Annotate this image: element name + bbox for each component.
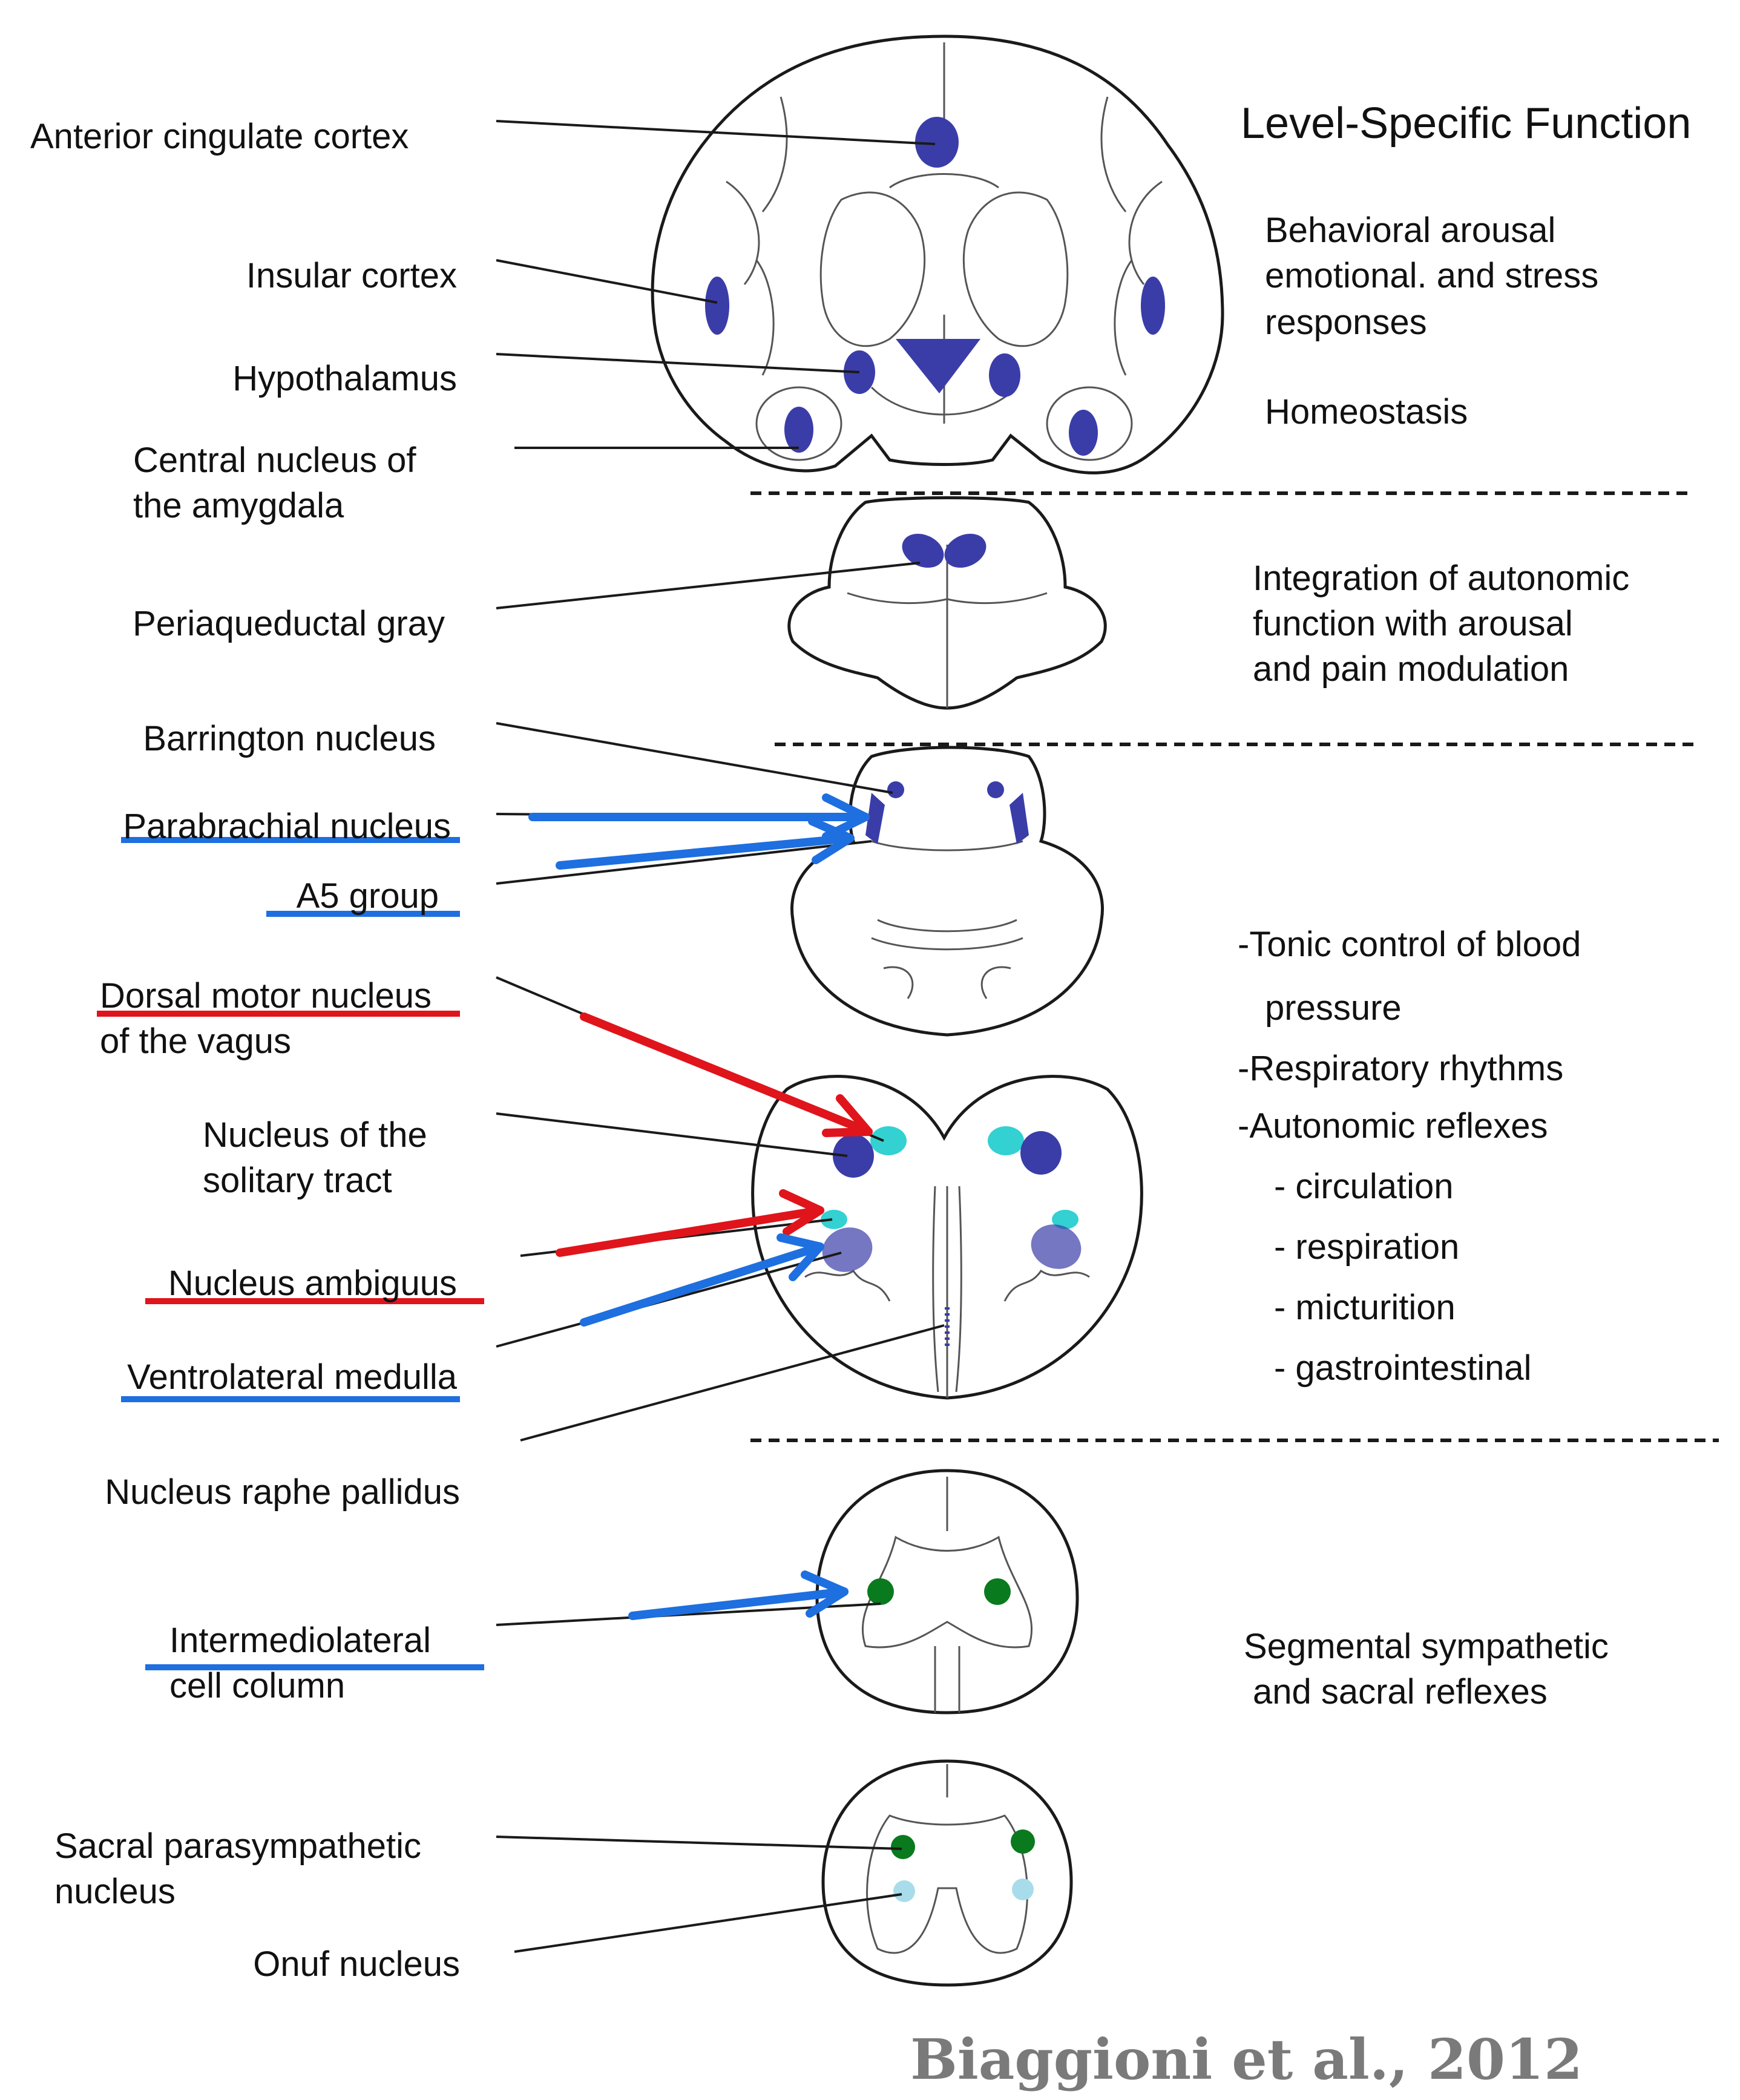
- insular-nucleus-right: [1141, 277, 1165, 335]
- function-text: Behavioral arousal: [1265, 211, 1555, 250]
- iml-nucleus-left: [867, 1578, 894, 1605]
- anterior-cingulate-nucleus: [915, 117, 959, 168]
- arrow-vlm: [580, 1233, 824, 1327]
- onuf-nucleus-left: [893, 1880, 915, 1902]
- amygdala-nucleus-right: [1069, 410, 1098, 456]
- iml-nucleus-right: [984, 1578, 1011, 1605]
- pag-nucleus-left: [902, 533, 944, 568]
- function-text: - micturition: [1274, 1288, 1456, 1327]
- function-text: Segmental sympathetic: [1244, 1627, 1609, 1666]
- hypothalamic-nucleus-right: [989, 353, 1020, 397]
- function-text: - respiration: [1274, 1227, 1459, 1267]
- label-nucleus-ambiguus: Nucleus ambiguus: [168, 1264, 457, 1303]
- function-text: Homeostasis: [1265, 392, 1468, 431]
- label-amygdala-line2: the amygdala: [133, 486, 344, 525]
- function-text: function with arousal: [1253, 604, 1573, 643]
- pons-section: [790, 746, 1104, 1037]
- function-text: Integration of autonomic: [1253, 559, 1629, 598]
- function-text: emotional. and stress: [1265, 256, 1598, 295]
- label-amygdala-line1: Central nucleus of: [133, 441, 416, 480]
- barrington-nucleus-right: [987, 781, 1004, 798]
- function-text: and pain modulation: [1253, 649, 1569, 689]
- insular-nucleus-left: [705, 277, 729, 335]
- structure-labels: Anterior cingulate cortex Insular cortex…: [30, 117, 460, 1984]
- label-onuf-nucleus: Onuf nucleus: [253, 1944, 460, 1984]
- function-text: and sacral reflexes: [1253, 1672, 1548, 1711]
- arrow-parabrachial: [528, 793, 870, 841]
- leader-lines: [496, 120, 945, 1953]
- label-iml-line2: cell column: [169, 1666, 345, 1705]
- sacral-parasympathetic-nucleus-left: [891, 1835, 915, 1859]
- label-nts-line1: Nucleus of the: [203, 1115, 427, 1155]
- page-title: Level-Specific Function: [1241, 99, 1691, 148]
- label-anterior-cingulate-cortex: Anterior cingulate cortex: [30, 117, 409, 156]
- medulla-section: [751, 1075, 1143, 1400]
- midbrain-section: [787, 496, 1107, 710]
- arrow-ambiguus: [556, 1189, 824, 1257]
- citation: Biaggioni et al., 2012: [910, 2027, 1583, 2092]
- barrington-nucleus-left: [887, 781, 904, 798]
- ambiguus-nucleus-right: [1052, 1210, 1078, 1229]
- label-dmv-line2: of the vagus: [100, 1022, 291, 1061]
- function-text: - circulation: [1274, 1167, 1454, 1206]
- function-text: - gastrointestinal: [1274, 1348, 1532, 1388]
- thoracic-spinal-cord: [815, 1469, 1079, 1714]
- arrow-a5: [556, 817, 855, 870]
- function-text: -Autonomic reflexes: [1238, 1106, 1548, 1146]
- ambiguus-nucleus-left: [821, 1210, 847, 1229]
- label-iml-line1: Intermediolateral: [169, 1621, 431, 1660]
- label-parabrachial-nucleus: Parabrachial nucleus: [123, 807, 451, 846]
- function-text: -Tonic control of blood: [1238, 925, 1581, 964]
- label-dmv-line1: Dorsal motor nucleus: [100, 976, 432, 1016]
- nts-nucleus-right: [1020, 1131, 1062, 1175]
- brain-coronal-section: [651, 34, 1224, 474]
- label-nucleus-raphe-pallidus: Nucleus raphe pallidus: [105, 1472, 460, 1512]
- parabrachial-nucleus-right: [1010, 793, 1029, 844]
- dmv-nucleus-left: [870, 1126, 907, 1155]
- sacral-parasympathetic-nucleus-right: [1011, 1829, 1035, 1854]
- highlight-arrows: [528, 793, 873, 1620]
- pag-nucleus-right: [944, 533, 987, 568]
- amygdala-nucleus-left: [784, 407, 813, 453]
- label-ventrolateral-medulla: Ventrolateral medulla: [127, 1357, 458, 1397]
- dmv-nucleus-right: [988, 1126, 1024, 1155]
- onuf-nucleus-right: [1012, 1879, 1034, 1900]
- function-text: pressure: [1265, 988, 1402, 1028]
- label-sacral-line1: Sacral parasympathetic: [54, 1826, 421, 1866]
- arrow-dmv: [580, 1012, 873, 1137]
- parabrachial-nucleus-left: [865, 793, 885, 844]
- nts-nucleus-left: [833, 1134, 874, 1178]
- vlm-nucleus-left: [822, 1227, 873, 1272]
- sacral-spinal-cord: [821, 1759, 1073, 1987]
- vlm-nucleus-right: [1031, 1224, 1082, 1269]
- hypothalamus-nucleus: [896, 339, 980, 393]
- function-text: -Respiratory rhythms: [1238, 1049, 1563, 1088]
- function-descriptions: Behavioral arousal emotional. and stress…: [1238, 211, 1629, 1711]
- label-insular-cortex: Insular cortex: [246, 256, 457, 295]
- label-periaqueductal-gray: Periaqueductal gray: [133, 604, 445, 643]
- label-underlines: [97, 837, 484, 1670]
- label-a5-group: A5 group: [297, 876, 439, 916]
- label-nts-line2: solitary tract: [203, 1161, 392, 1200]
- label-hypothalamus: Hypothalamus: [232, 359, 457, 398]
- function-text: responses: [1265, 303, 1427, 342]
- label-barrington-nucleus: Barrington nucleus: [143, 719, 436, 758]
- label-sacral-line2: nucleus: [54, 1872, 176, 1911]
- arrow-iml: [628, 1570, 849, 1620]
